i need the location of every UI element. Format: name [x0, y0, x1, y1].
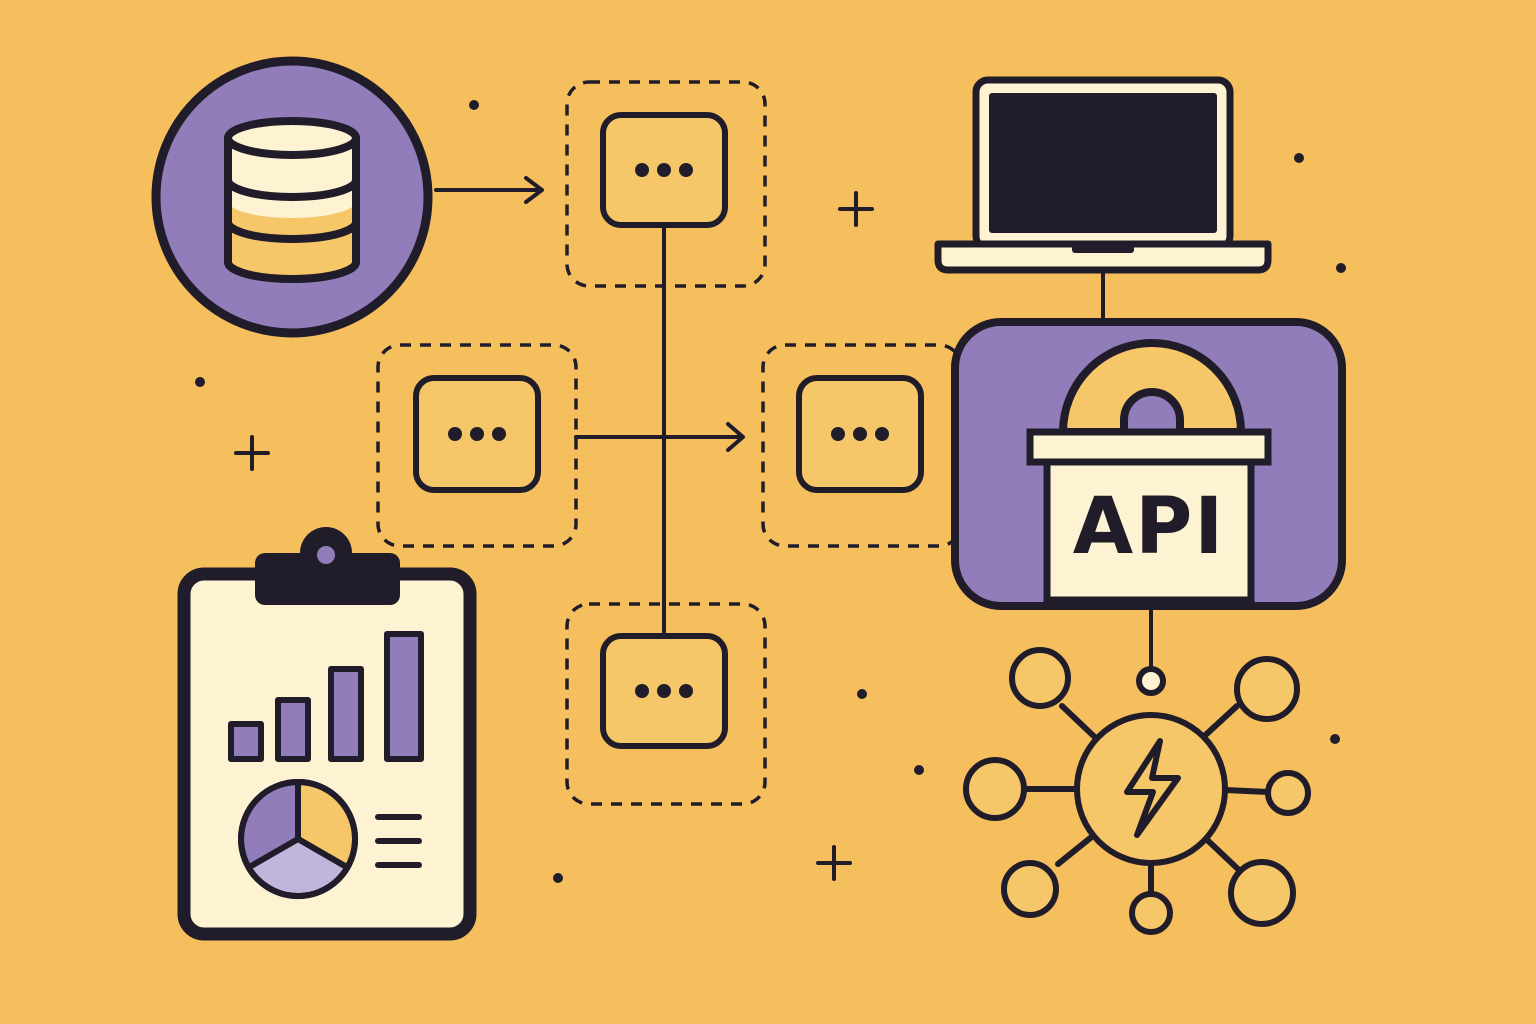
- dot: [1330, 734, 1340, 744]
- process-node-top: [565, 80, 767, 288]
- legend-lines: [375, 814, 422, 868]
- hub-satellite-node: [1265, 770, 1311, 816]
- pie-chart-icon: [238, 779, 359, 899]
- dot: [553, 873, 563, 883]
- report-clipboard-icon: [177, 527, 477, 941]
- dot: [857, 689, 867, 699]
- dot: [1336, 263, 1346, 273]
- plus-mark: [838, 191, 874, 227]
- hub-satellite-node: [963, 757, 1027, 821]
- connectors: [434, 176, 1153, 671]
- hub-satellite-node: [1129, 891, 1173, 935]
- db-to-node-arrow: [434, 176, 544, 204]
- dot: [1294, 153, 1304, 163]
- process-node-left: [376, 343, 578, 548]
- hub-satellite-node: [1001, 860, 1059, 918]
- horizontal-connector-arrow: [574, 422, 745, 452]
- process-node-bottom: [565, 602, 767, 806]
- plus-mark: [234, 435, 270, 471]
- hub-satellite-node: [1009, 647, 1071, 709]
- database-icon: [151, 56, 433, 338]
- bar-chart-icon: [228, 631, 424, 762]
- dot: [914, 765, 924, 775]
- api-gateway-icon: API: [951, 318, 1346, 610]
- laptop-icon: [934, 76, 1272, 274]
- network-hub-icon: [963, 647, 1311, 935]
- hub-connector-node: [1136, 666, 1166, 696]
- hub-satellite-node: [1234, 656, 1300, 722]
- lightning-bolt-icon: [1124, 738, 1181, 838]
- process-node-right: [761, 343, 963, 548]
- decorative-marks: [195, 100, 1346, 883]
- api-label: API: [1073, 482, 1226, 572]
- hub-satellite-node: [1228, 859, 1296, 927]
- dot: [469, 100, 479, 110]
- plus-mark: [816, 845, 852, 881]
- dot: [195, 377, 205, 387]
